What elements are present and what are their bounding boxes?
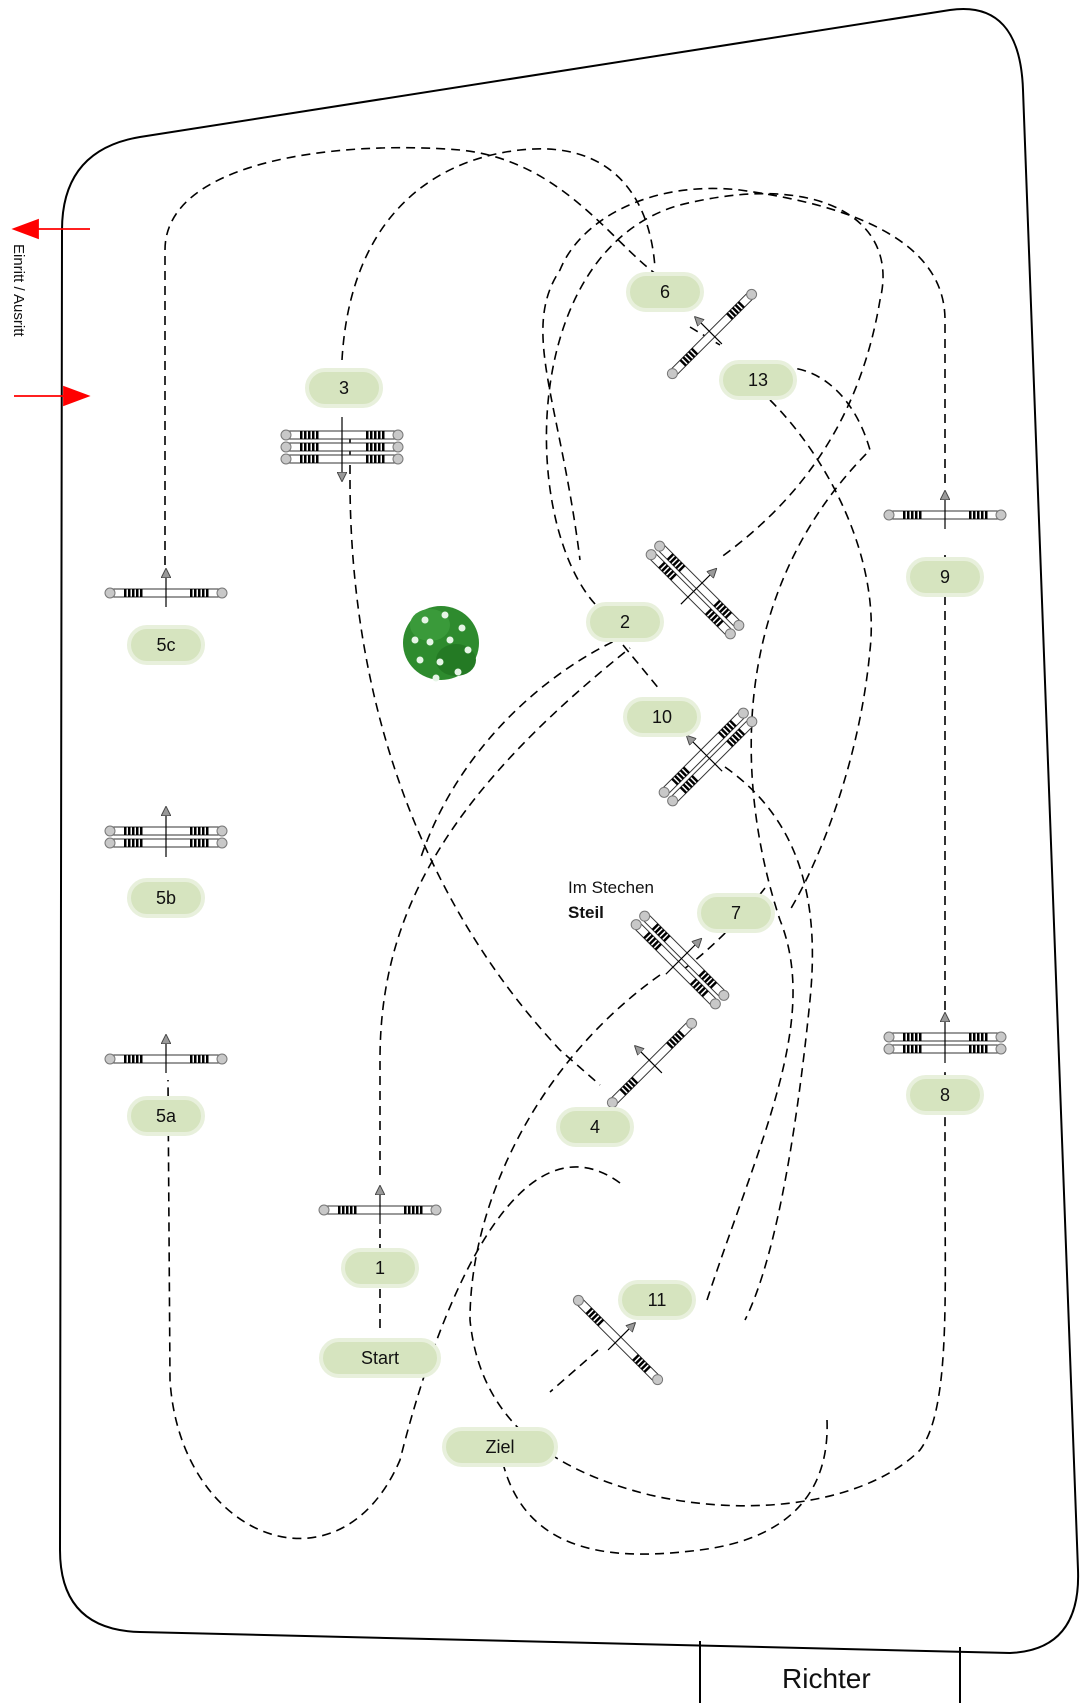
fence-11 — [572, 1294, 664, 1386]
label-text-obstacle-4: 4 — [590, 1117, 600, 1137]
entrance-arrows — [11, 218, 91, 407]
bush-decoration — [403, 606, 479, 682]
label-obstacle-5a: 5a — [127, 1096, 205, 1136]
route-3-to-4 — [349, 435, 601, 1086]
label-obstacle-6: 6 — [626, 272, 704, 312]
label-text-obstacle-5a: 5a — [156, 1106, 177, 1126]
fence-4 — [606, 1017, 698, 1109]
label-text-obstacle-11: 11 — [648, 1290, 667, 1310]
label-obstacle-11: 11 — [618, 1280, 696, 1320]
label-obstacle-4: 4 — [556, 1107, 634, 1147]
route-10-to-11 — [724, 766, 814, 1321]
label-obstacle-2: 2 — [586, 602, 664, 642]
fence-7 — [630, 910, 730, 1010]
label-text-obstacle-1: 1 — [375, 1258, 385, 1278]
fence-2 — [645, 540, 745, 640]
fence-1 — [318, 1190, 442, 1224]
route-final-to-ziel — [549, 1349, 599, 1393]
route-approach-final — [499, 1419, 828, 1555]
entrance-label: Einritt / Ausritt — [10, 244, 27, 337]
route-13-to-finish — [769, 399, 872, 911]
label-text-obstacle-7: 7 — [731, 903, 741, 923]
fence-10 — [658, 707, 758, 807]
route-approach-3 — [341, 148, 656, 361]
label-obstacle-1: 1 — [341, 1248, 419, 1288]
route-10-cont — [419, 629, 641, 861]
jumpoff-note-line1: Im Stechen — [568, 878, 654, 897]
label-obstacle-8: 8 — [906, 1075, 984, 1115]
label-obstacle-9: 9 — [906, 557, 984, 597]
label-text-finish: Ziel — [485, 1437, 514, 1457]
judge-label: Richter — [782, 1663, 871, 1694]
route-1-to-2 — [379, 647, 631, 1175]
label-text-obstacle-10: 10 — [652, 707, 672, 727]
judge-box: Richter — [699, 1641, 961, 1703]
label-obstacle-7: 7 — [697, 893, 775, 933]
fence-5c — [104, 573, 228, 607]
fence-9 — [883, 495, 1007, 529]
arena-boundary — [58, 8, 1080, 1655]
label-obstacle-13: 13 — [719, 360, 797, 400]
label-text-obstacle-9: 9 — [940, 567, 950, 587]
fence-8 — [883, 1017, 1007, 1063]
route-11-to-13 — [706, 366, 871, 1301]
label-text-obstacle-5c: 5c — [156, 635, 175, 655]
label-text-obstacle-2: 2 — [620, 612, 630, 632]
label-text-obstacle-13: 13 — [748, 370, 768, 390]
route-2-to-3 — [545, 192, 884, 605]
label-text-obstacle-6: 6 — [660, 282, 670, 302]
fence-5a — [104, 1039, 228, 1073]
label-obstacle-10: 10 — [623, 697, 701, 737]
label-obstacle-3: 3 — [305, 368, 383, 408]
route-9-to-10 — [542, 187, 946, 561]
label-text-obstacle-5b: 5b — [156, 888, 176, 908]
jumpoff-note-line2: Steil — [568, 903, 604, 922]
route-lines — [164, 146, 947, 1555]
label-obstacle-5c: 5c — [127, 625, 205, 665]
label-text-obstacle-8: 8 — [940, 1085, 950, 1105]
fence-5b — [104, 811, 228, 857]
label-finish: Ziel — [442, 1427, 558, 1467]
label-text-start: Start — [361, 1348, 399, 1368]
label-obstacle-5b: 5b — [127, 878, 205, 918]
route-4-to-5a — [167, 1079, 621, 1540]
route-5c-to-6 — [164, 146, 658, 565]
route-2-to-10 — [622, 644, 661, 691]
fence-3 — [280, 417, 404, 477]
fence-6 — [666, 288, 758, 380]
label-text-obstacle-3: 3 — [339, 378, 349, 398]
label-start: Start — [319, 1338, 441, 1378]
route-7-to-8 — [469, 974, 947, 1507]
